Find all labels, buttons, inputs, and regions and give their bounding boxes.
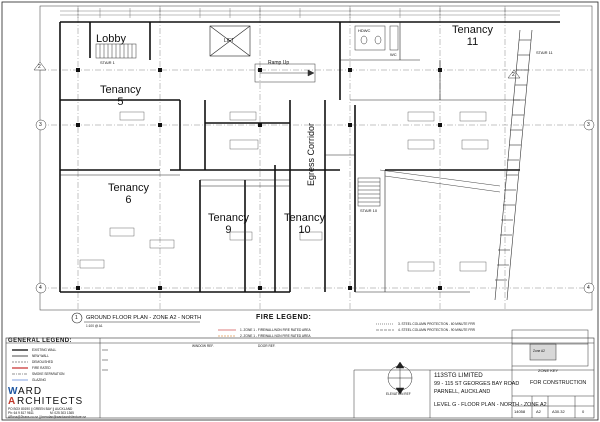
room-label-tenancy-9: Tenancy 9 <box>208 212 249 236</box>
plan-title-number: 1 <box>75 315 78 321</box>
issue-sheet-size: A2 <box>536 409 541 414</box>
thin-partitions <box>60 22 520 293</box>
room-label-tenancy-5-text: Tenancy <box>100 84 141 96</box>
firm-mobile: M: 025 303 1365 <box>50 411 74 415</box>
corridor-lines <box>379 169 501 193</box>
room-label-egress-corridor: Egress Corridor <box>306 122 316 186</box>
fire-legend-item-4: 4. STEEL COLUMN PROTECTION - 90 MINUTE F… <box>398 328 475 332</box>
firm-name-line2: RCHITECTS <box>17 396 84 407</box>
room-label-tenancy-6: Tenancy 6 <box>108 182 149 206</box>
ramp <box>254 63 316 83</box>
window-ref-label: WINDOW REF. <box>192 344 214 348</box>
label-wc: WC <box>390 52 397 57</box>
grid-label-right-4: 4 <box>587 285 590 291</box>
room-label-tenancy-9-number: 9 <box>225 224 232 236</box>
walls <box>59 21 560 293</box>
general-legend-item-3: DEMOLISHED <box>32 360 54 364</box>
door-ref-label: DOOR REF. <box>258 344 276 348</box>
zone-key-zone: Zone A2 <box>533 349 545 353</box>
fire-legend-item-3: 3. STEEL COLUMN PROTECTION - 60 MINUTE F… <box>398 322 475 326</box>
issue-revision: 0 <box>582 409 585 414</box>
sheet-title: LEVEL G - FLOOR PLAN - NORTH - ZONE A2 <box>434 402 547 408</box>
firm-address: PO BOX 80190 || GREEN BAY || AUCKLAND <box>8 407 73 411</box>
project-address-2: PARNELL, AUCKLAND <box>434 389 491 395</box>
stair-10 <box>357 177 381 207</box>
stair-1 <box>95 43 137 59</box>
room-label-tenancy-5: Tenancy 5 <box>100 84 141 108</box>
zone-key-label: ZONE KEY <box>538 368 559 373</box>
columns <box>76 68 442 290</box>
room-label-tenancy-11-number: 11 <box>466 36 479 48</box>
grid-label-left-4: 4 <box>39 285 42 291</box>
room-label-tenancy-10: Tenancy 10 <box>284 212 325 236</box>
legend-swatches <box>12 349 108 381</box>
firm-phone: Ph: 64 9 817 9611 <box>8 411 34 415</box>
general-legend-title: GENERAL LEGEND: <box>8 338 72 344</box>
room-label-tenancy-6-number: 6 <box>125 194 132 206</box>
firm-logo-a: A <box>8 396 16 407</box>
grid-label-right-3: 3 <box>587 122 590 128</box>
toilet-fixtures <box>354 25 399 51</box>
room-label-tenancy-6-text: Tenancy <box>108 182 149 194</box>
grid-label-left-3: 3 <box>39 122 42 128</box>
label-ramp: Ramp Up <box>268 60 290 66</box>
plan-scale: 1:100 @ A1 <box>86 324 103 328</box>
drawing-frame <box>39 5 593 311</box>
label-stair-11: STAIR 11 <box>536 50 553 55</box>
zone-key-diagram <box>511 329 589 367</box>
general-legend-item-4: FIRE RATED <box>32 366 51 370</box>
label-stair-1: STAIR 1 <box>100 60 115 65</box>
grid-label-right-2: 2 <box>512 72 515 78</box>
fire-legend-item-2: 2. ZONE 1 - FIREWALL NON FIRE RATED AREA <box>240 334 311 338</box>
stair-11 <box>494 29 533 301</box>
fire-legend-title: FIRE LEGEND: <box>256 314 312 321</box>
general-legend-item-2: NEW WALL <box>32 354 49 358</box>
room-label-lobby: Lobby <box>96 33 126 45</box>
room-label-tenancy-10-number: 10 <box>298 224 311 236</box>
firm-email: ARoss@2trans.co.nz || brendan@wardaarchi… <box>8 415 86 419</box>
firm-name-line1: ARD <box>18 386 43 397</box>
issue-status: FOR CONSTRUCTION <box>530 380 587 386</box>
label-stair-10: STAIR 10 <box>360 208 378 213</box>
grid-bubbles <box>33 61 595 294</box>
issue-job-number: 14058 <box>514 409 526 414</box>
annotation-tags <box>79 111 489 272</box>
room-label-tenancy-11: Tenancy 11 <box>452 24 493 48</box>
title-block-lines <box>6 338 594 418</box>
general-legend-item-1: EXISTING WALL <box>32 348 57 352</box>
elevation-marker <box>387 361 413 395</box>
fire-legend-item-1: 1. ZONE 1 - FIREWALL/NON FIRE RATED AREA <box>240 328 311 332</box>
label-hdwc: HDWC <box>358 28 371 33</box>
lift-shaft <box>209 25 251 57</box>
plan-title-bubble <box>71 312 83 324</box>
room-label-tenancy-9-text: Tenancy <box>208 212 249 224</box>
title-block-frame <box>5 337 595 419</box>
project-client: 113STG LIMITED <box>434 372 483 379</box>
firm-logo-w: W <box>8 386 18 397</box>
label-lift: LIFT <box>224 38 235 44</box>
room-label-tenancy-11-text: Tenancy <box>452 24 493 36</box>
fire-legend-swatches <box>218 323 394 337</box>
grid-lines <box>40 6 592 310</box>
issue-sheet-number: A30.32 <box>552 409 565 414</box>
general-legend-item-5: SMOKE SEPARATION <box>32 372 65 376</box>
room-label-tenancy-10-text: Tenancy <box>284 212 325 224</box>
project-address-1: 99 - 115 ST GEORGES BAY ROAD <box>434 381 520 387</box>
general-legend-item-6: GLAZING <box>32 378 46 382</box>
plan-title: GROUND FLOOR PLAN - ZONE A2 - NORTH <box>86 315 202 321</box>
elevation-ref-label: ELEVATION REF <box>386 392 411 396</box>
room-label-tenancy-5-number: 5 <box>117 96 124 108</box>
top-dimension-string <box>60 8 560 18</box>
grid-label-left-2: 2 <box>38 64 41 70</box>
